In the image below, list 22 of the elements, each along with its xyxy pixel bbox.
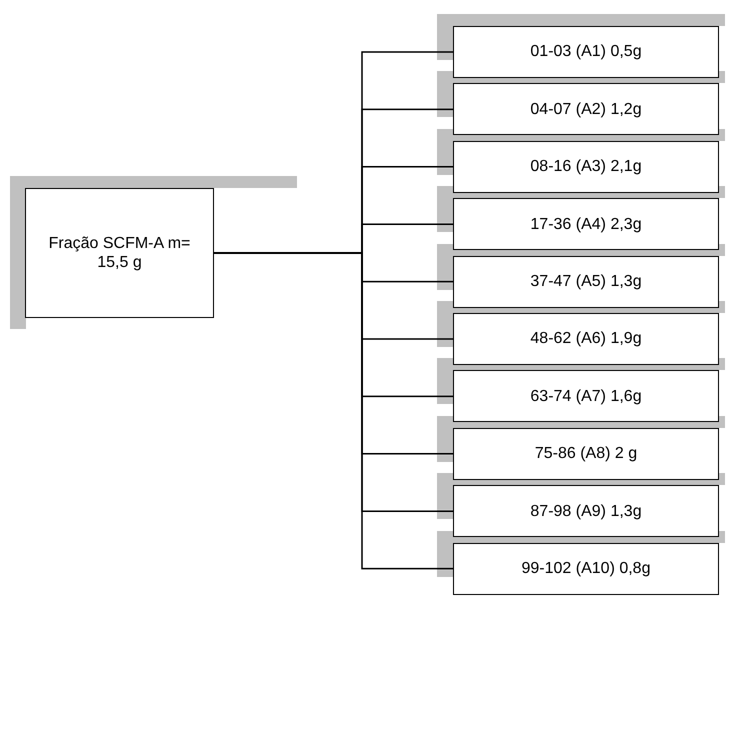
fraction-box — [453, 542, 719, 595]
fraction-box — [453, 198, 719, 250]
box-label: 63-74 (A7) 1,6g — [530, 386, 642, 406]
box-label: 04-07 (A2) 1,2g — [530, 100, 642, 119]
fraction-box — [453, 83, 719, 136]
box-label: 75-86 (A8) 2 g — [534, 444, 638, 464]
fraction-box — [453, 26, 719, 78]
box-label: 48-62 (A6) 1,9g — [530, 329, 642, 349]
fraction-box — [25, 188, 214, 318]
fraction-box — [453, 485, 719, 538]
fraction-box — [453, 370, 719, 422]
box-label: 08-16 (A3) 2,1g — [530, 157, 642, 176]
box-label: 99-102 (A10) 0,8g — [522, 559, 650, 578]
box-label: 37-47 (A5) 1,3g — [530, 272, 642, 292]
fraction-box — [453, 140, 719, 193]
box-label: 01-03 (A1) 0,5g — [530, 42, 642, 62]
box-label: 17-36 (A4) 2,3g — [530, 214, 642, 234]
box-label: 87-98 (A9) 1,3g — [530, 502, 642, 521]
fraction-box — [453, 428, 719, 480]
fraction-box — [453, 313, 719, 365]
fraction-box — [453, 256, 719, 308]
box-label: Fração SCFM-A m= 15,5 g — [48, 234, 192, 272]
